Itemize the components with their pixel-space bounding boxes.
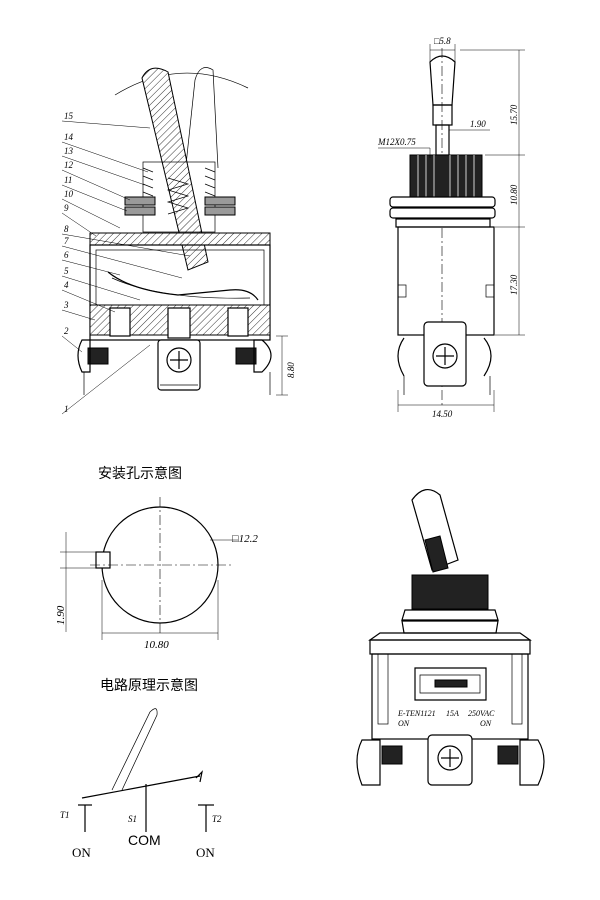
section-dim-right: 8.80 [286,362,296,378]
side-thread-lines [417,155,475,197]
part-label-10: 10 [64,189,74,199]
circuit-t2: T2 [212,814,222,824]
iso-view: E-TEN1121 15A 250VAC ON ON [356,489,545,786]
part-label-8: 8 [64,224,69,234]
mount-hole-diagram: 安装孔示意图 □12.2 1.90 10.80 [55,465,258,651]
part-label-7: 7 [64,236,69,246]
part-label-15: 15 [64,111,74,121]
part-label-6: 6 [64,250,69,260]
side-lever-width: 1.90 [470,119,486,129]
mount-hole-dim-left: 1.90 [55,605,67,625]
part-label-12: 12 [64,160,74,170]
side-dim-a: 15.70 [509,104,519,125]
iso-rating-v: 250VAC [468,709,495,718]
circuit-on-left: ON [72,845,91,860]
side-thread-label: M12X0.75 [377,137,416,147]
mount-hole-title: 安装孔示意图 [98,465,182,482]
iso-on-right: ON [480,719,492,728]
iso-on-left: ON [398,719,410,728]
part-label-2: 2 [64,326,69,336]
circuit-s1: S1 [128,814,137,824]
part-label-11: 11 [64,175,72,185]
side-dim-c: 17.30 [509,274,519,295]
circuit-t1: T1 [60,810,70,820]
mount-hole-square: □12.2 [232,533,258,545]
part-label-5: 5 [64,266,69,276]
part-label-4: 4 [64,280,69,290]
section-view: 8.80 15 14 13 12 11 10 9 8 7 6 5 [61,67,296,415]
circuit-title: 电路原理示意图 [100,677,198,694]
iso-model: E-TEN1121 [397,709,436,718]
part-label-3: 3 [63,300,69,310]
circuit-com: COM [128,832,161,848]
side-dim-b: 10.80 [509,184,519,205]
part-label-1: 1 [64,404,69,414]
side-top-square: □5.8 [434,36,451,46]
part-labels: 15 14 13 12 11 10 9 8 7 6 5 4 3 [61,111,191,415]
circuit-diagram: 电路原理示意图 T1 S1 T2 COM ON ON [60,677,222,860]
side-view: □5.8 1.90 M12X0.75 15.70 10.80 17.30 14.… [377,36,525,419]
iso-rating-a: 15A [446,709,459,718]
circuit-on-right: ON [196,845,215,860]
part-label-14: 14 [64,132,74,142]
part-label-13: 13 [64,146,74,156]
mount-hole-dim-bottom: 10.80 [144,639,169,651]
part-label-9: 9 [64,203,69,213]
side-width: 14.50 [432,409,453,419]
